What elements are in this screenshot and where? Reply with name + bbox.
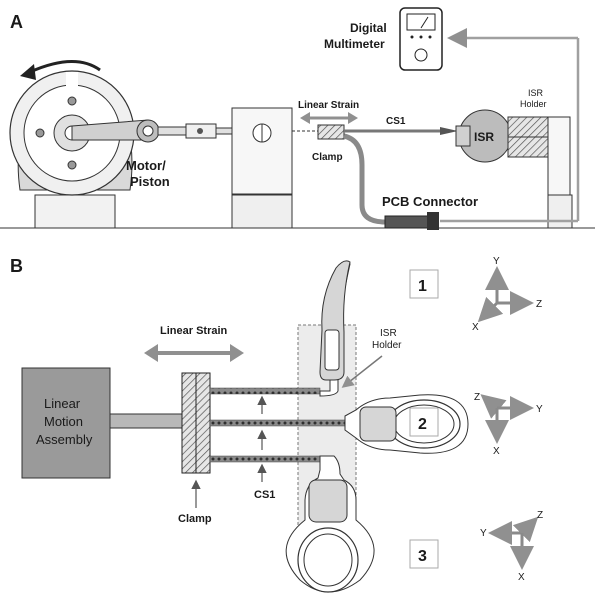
pcb-connector-label: PCB Connector — [382, 194, 478, 209]
linear-strain-label-b: Linear Strain — [160, 325, 228, 337]
multimeter-label-2: Multimeter — [324, 37, 385, 51]
isr-neck — [455, 125, 471, 147]
linear-strain-arrowhead-left — [300, 112, 310, 124]
panel-b: B Linear Motion Assembly Linear Strain I… — [10, 256, 543, 593]
isr-orientation-3 — [285, 455, 375, 593]
isr-2-head — [359, 406, 397, 442]
clamp-b-right — [195, 372, 211, 474]
panel-a: A — [0, 7, 595, 230]
disc-notch — [66, 72, 78, 94]
multimeter-dial — [414, 48, 428, 62]
panel-b-letter: B — [10, 256, 23, 276]
clamp-a — [317, 124, 345, 140]
isr-1-window — [324, 329, 340, 371]
isr-holder-base — [547, 194, 573, 229]
pcb-connector-plug — [427, 212, 439, 230]
axis-label-3-y: Y — [480, 528, 487, 539]
isr-holder-label-a-1: ISR — [528, 88, 544, 98]
axis-label-3-z: Z — [537, 510, 543, 521]
cs1-label-a: CS1 — [386, 116, 406, 127]
multimeter-dot — [410, 35, 414, 39]
axis-label-1-y: Y — [493, 256, 500, 267]
cable-2 — [209, 419, 346, 427]
lma-label-1: Linear — [44, 396, 81, 411]
linear-strain-arrowhead-b-right — [230, 344, 244, 362]
clamp-label-b: Clamp — [178, 513, 212, 525]
lma-rod — [109, 413, 183, 429]
axes-triad-2: Z Y X — [474, 392, 543, 457]
linear-strain-label-a: Linear Strain — [298, 100, 359, 111]
cs1-lead — [343, 133, 386, 225]
panel-a-letter: A — [10, 12, 23, 32]
lma-label-2: Motion — [44, 414, 83, 429]
isr-3-head — [308, 479, 348, 523]
middle-stand-base — [231, 194, 293, 229]
orientation-2-number: 2 — [418, 416, 427, 433]
isr-holder-label-b-2: Holder — [372, 340, 402, 351]
axis-z-2 — [480, 394, 507, 419]
digital-multimeter — [399, 7, 443, 71]
multimeter-dot — [419, 35, 423, 39]
motor-stand — [34, 194, 116, 229]
motor-bolt — [67, 96, 77, 106]
clamp-b-left — [181, 372, 197, 474]
motor-label-1: Motor/ — [126, 158, 166, 173]
axes-triad-1: Y Z X — [472, 256, 542, 333]
axis-label-2-x: X — [493, 446, 500, 457]
axis-label-1-z: Z — [536, 299, 542, 310]
coupler-pin — [197, 128, 203, 134]
orientation-2-box — [409, 407, 439, 437]
rotation-arrow — [29, 60, 101, 74]
axis-x-1 — [477, 296, 504, 323]
clamp-label-a: Clamp — [312, 152, 343, 163]
rotation-arrowhead — [20, 64, 36, 80]
orientation-1-box — [409, 269, 439, 299]
axis-z-3 — [512, 516, 539, 543]
axes-triad-3: Y Z X — [480, 510, 543, 583]
isr-holder-label-a-2: Holder — [520, 99, 547, 109]
motor-label-2: Piston — [130, 174, 170, 189]
multimeter-label-1: Digital — [350, 21, 387, 35]
piston-pin — [142, 125, 154, 137]
motor-bolt — [67, 160, 77, 170]
motor-assembly — [9, 60, 160, 229]
isr-holder-pointer — [341, 355, 383, 388]
linear-strain-arrowhead-right — [348, 112, 358, 124]
axis-label-3-x: X — [518, 572, 525, 583]
linear-motion-assembly — [21, 367, 111, 479]
axis-label-1-x: X — [472, 322, 479, 333]
axis-label-2-y: Y — [536, 404, 543, 415]
isr-orientation-2 — [344, 394, 469, 454]
isr-holder-label-b-1: ISR — [380, 328, 397, 339]
isr-label: ISR — [474, 130, 494, 144]
cable-1 — [209, 387, 321, 395]
middle-stand — [231, 107, 293, 195]
axis-label-2-z: Z — [474, 392, 480, 403]
cs1-tip — [440, 127, 458, 135]
lma-label-3: Assembly — [36, 432, 93, 447]
shaft — [157, 126, 189, 136]
orientation-3-box — [409, 539, 439, 569]
cs1-label-b: CS1 — [254, 489, 275, 501]
orientation-1-number: 1 — [418, 278, 427, 295]
isr-holder-post — [547, 116, 571, 196]
multimeter-dot — [428, 35, 432, 39]
multimeter-needle — [420, 16, 429, 29]
isr-3-ring-inner — [303, 533, 353, 587]
cable-3 — [209, 455, 323, 463]
isr-orientation-1 — [319, 260, 351, 397]
orientation-3-number: 3 — [418, 548, 427, 565]
multimeter-display — [406, 13, 436, 31]
motor-bolt — [35, 128, 45, 138]
linear-strain-arrowhead-b-left — [144, 344, 158, 362]
